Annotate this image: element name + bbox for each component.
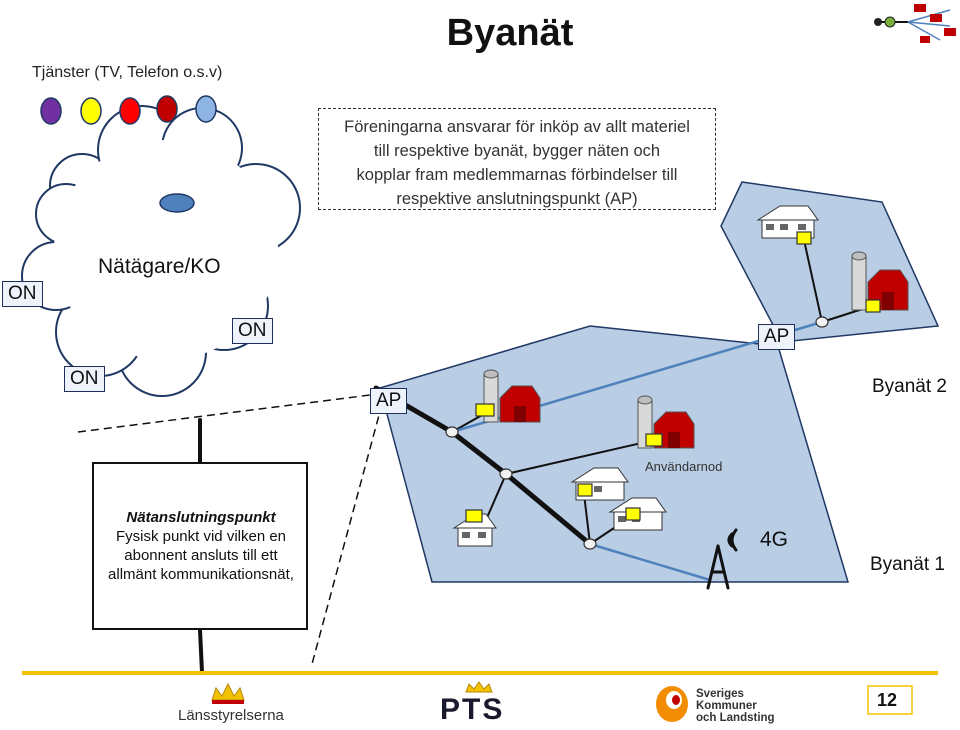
on-label: ON — [232, 318, 273, 344]
skl-logo-line: Kommuner — [696, 700, 757, 712]
lansstyrelserna-logo: Länsstyrelserna — [178, 707, 284, 724]
mobile-4g-label: 4G — [760, 528, 789, 551]
ap-label: AP — [370, 388, 408, 414]
page-number: 12 — [877, 690, 898, 710]
lansstyrelserna-crown-icon — [211, 682, 245, 704]
connection-point-line: Fysisk punkt vid vilken en — [115, 528, 287, 545]
service-dot — [80, 97, 102, 125]
service-dots — [40, 95, 217, 125]
connection-point-text: Nätanslutningspunkt Fysisk punkt vid vil… — [96, 508, 306, 584]
cloud-core — [54, 140, 278, 360]
association-note: Föreningarna ansvarar för inköp av allt … — [318, 108, 716, 210]
service-dot — [195, 95, 217, 123]
connection-point-line: abonnent ansluts till ett — [124, 547, 278, 564]
skl-logo: Sveriges Kommuner och Landsting — [696, 688, 775, 724]
page-title: Byanät — [446, 12, 574, 54]
ap-label: AP — [758, 324, 796, 350]
note-line: till respektive byanät, bygger näten och — [373, 142, 661, 160]
user-node-boxes — [465, 231, 881, 523]
pts-logo: PTS — [440, 693, 505, 726]
on-label: ON — [64, 366, 105, 392]
skl-logo-icon — [656, 686, 688, 722]
village-1-label: Byanät 1 — [870, 554, 945, 575]
service-dot — [40, 97, 62, 125]
connection-point-heading: Nätanslutningspunkt — [126, 509, 276, 526]
note-line: respektive anslutningspunkt (AP) — [396, 190, 638, 208]
on-label: ON — [2, 281, 43, 307]
skl-logo-line: Sveriges — [696, 688, 744, 700]
pts-crown-icon — [465, 681, 493, 693]
connection-point-box — [92, 462, 308, 630]
corner-logo-icon — [874, 4, 956, 43]
village-2-label: Byanät 2 — [872, 376, 947, 397]
service-dot — [156, 95, 178, 123]
note-line: Föreningarna ansvarar för inköp av allt … — [344, 118, 690, 136]
dashed-lines — [77, 393, 383, 665]
service-dot — [119, 97, 141, 125]
antenna-icon — [706, 528, 738, 590]
cloud-port — [159, 193, 195, 213]
note-line: kopplar fram medlemmarnas förbindelser t… — [356, 166, 678, 184]
connection-point-line: allmänt kommunikationsnät, — [108, 566, 294, 583]
house-icon — [756, 205, 819, 239]
village-2-area — [720, 181, 940, 343]
splice-nodes — [445, 316, 829, 550]
footer-divider — [22, 671, 938, 675]
user-node-label: Användarnod — [645, 459, 723, 474]
skl-logo-line: och Landsting — [696, 712, 775, 724]
services-label: Tjänster (TV, Telefon o.s.v) — [32, 64, 223, 81]
network-owner-label: Nätägare/KO — [98, 255, 221, 278]
page-number-box — [867, 685, 913, 715]
